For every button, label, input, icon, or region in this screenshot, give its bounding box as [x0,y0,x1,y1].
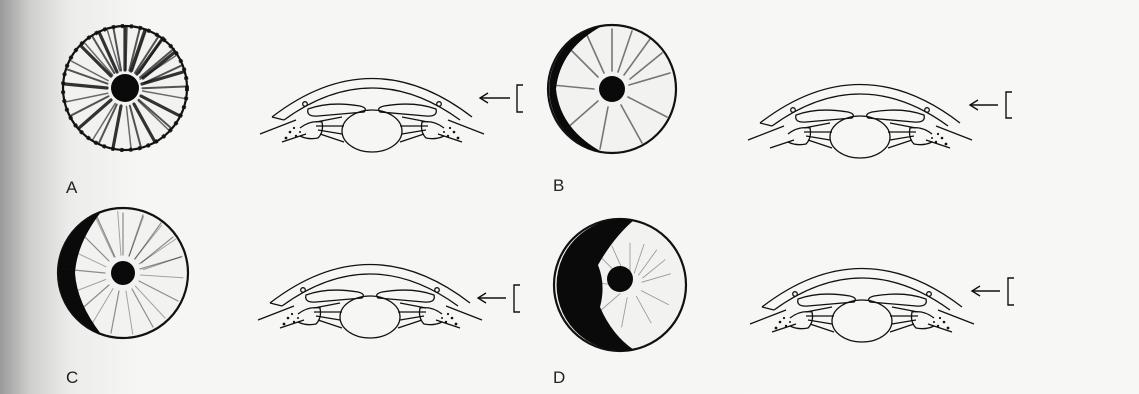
panel-b [548,25,1012,158]
eye-section-c [258,265,482,339]
arrow-left-icon [972,286,1000,296]
pupil-d [607,266,633,292]
pupil-a [111,74,139,102]
panel-a [50,14,523,163]
eye-section-a [260,79,484,153]
pupil-b [599,76,625,102]
panel-label-c: C [66,368,78,388]
bracket-icon [517,85,523,112]
bracket-icon [514,285,520,312]
iris-a [50,14,198,163]
arrow-left-icon [480,93,510,103]
bracket-icon [1006,92,1012,118]
arrow-left-icon [970,100,998,110]
panel-c [46,196,520,349]
bracket-icon [1008,278,1014,305]
pupil-c [111,261,135,285]
eye-section-b [748,85,972,159]
iris-d [554,219,686,351]
arrow-left-icon [478,293,506,303]
eye-section-d [750,269,974,343]
iris-b [548,25,676,153]
panel-d [554,219,1014,351]
panel-label-b: B [553,176,564,196]
panel-label-a: A [66,178,77,198]
panel-label-d: D [553,368,565,388]
iris-c [46,196,198,349]
